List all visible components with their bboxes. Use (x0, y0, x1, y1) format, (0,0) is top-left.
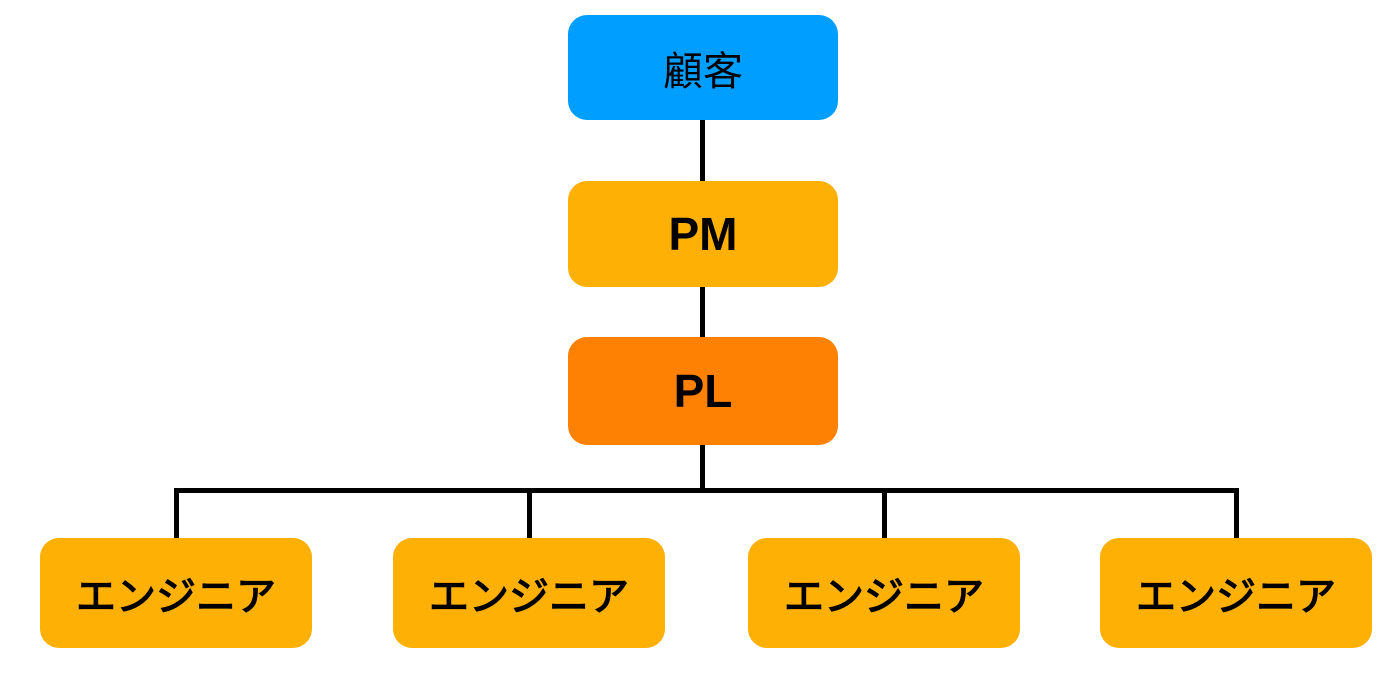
connector-pm-pl (700, 287, 705, 337)
node-engineer-3[interactable]: エンジニア (748, 538, 1020, 648)
connector-drop-engineer-2 (527, 490, 532, 538)
node-engineer-1[interactable]: エンジニア (40, 538, 312, 648)
node-engineer-2-label: エンジニア (429, 575, 629, 619)
connector-bus-line (174, 488, 1239, 493)
node-engineer-1-label: エンジニア (76, 575, 276, 619)
node-customer[interactable]: 顧客 (568, 15, 838, 120)
node-engineer-4[interactable]: エンジニア (1100, 538, 1372, 648)
connector-drop-engineer-1 (174, 490, 179, 538)
node-engineer-3-label: エンジニア (784, 575, 984, 619)
node-pl[interactable]: PL (568, 337, 838, 445)
connector-drop-engineer-3 (882, 490, 887, 538)
node-pm-label: PM (668, 208, 738, 260)
node-engineer-2[interactable]: エンジニア (393, 538, 665, 648)
node-pl-label: PL (673, 365, 733, 417)
connector-customer-pm (700, 120, 705, 181)
node-pm[interactable]: PM (568, 181, 838, 287)
node-engineer-4-label: エンジニア (1136, 575, 1336, 619)
connector-pl-bus (700, 445, 705, 491)
node-customer-label: 顧客 (663, 49, 743, 94)
connector-drop-engineer-4 (1234, 490, 1239, 538)
